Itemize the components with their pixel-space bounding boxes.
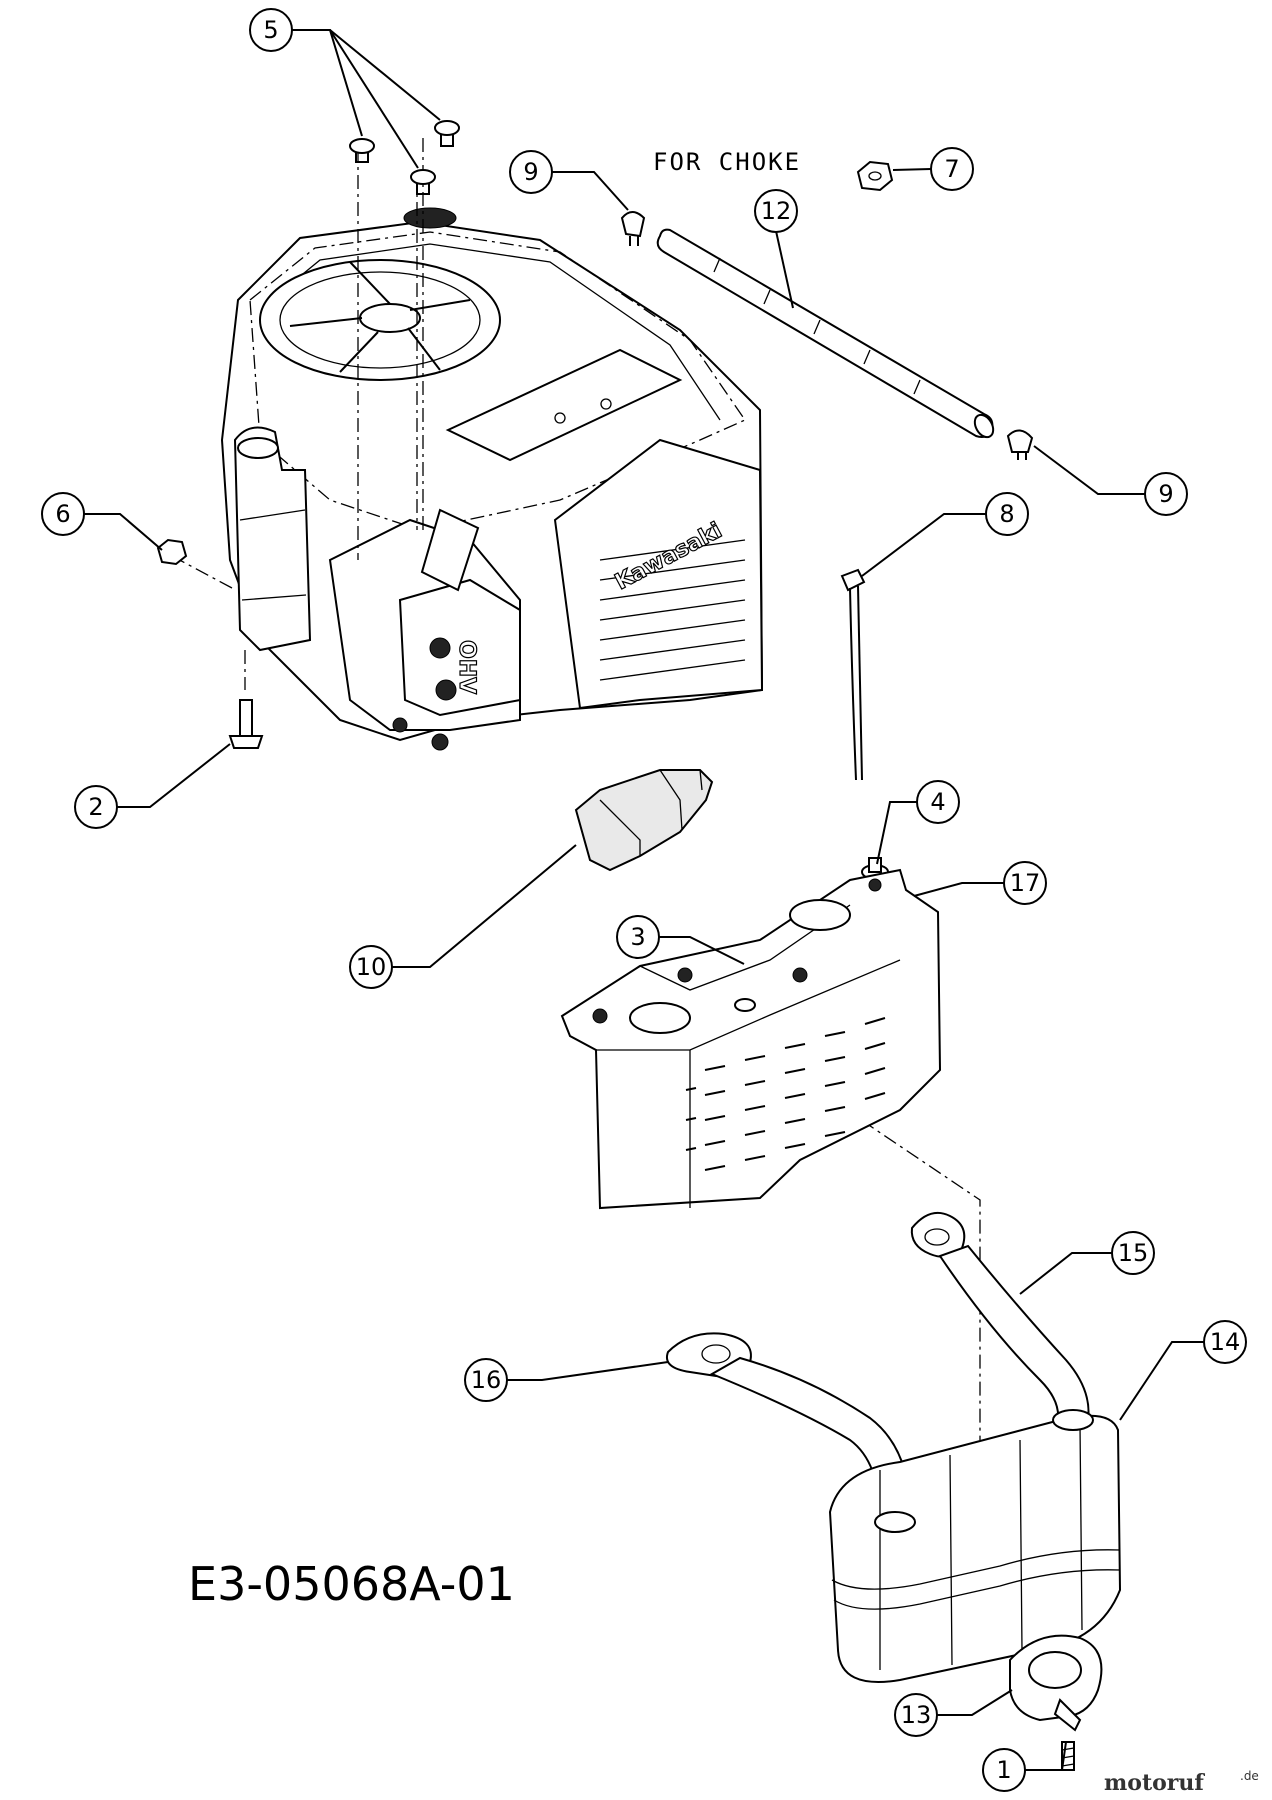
svg-text:13: 13 [901,1701,932,1729]
callout-16: 16 [464,1358,508,1402]
callout-13: 13 [894,1693,938,1737]
callout-14: 14 [1203,1320,1247,1364]
svg-text:10: 10 [356,953,387,981]
choke-line-12 [656,228,995,439]
heat-shield-10 [574,769,714,872]
callout-6: 6 [41,492,85,536]
callout-2: 2 [74,785,118,829]
callout-5: 5 [249,8,293,52]
cable-tie-8 [840,568,866,781]
svg-text:9: 9 [523,158,538,186]
watermark-brand: motoruf [1104,1770,1205,1796]
callout-4: 4 [916,780,960,824]
svg-text:17: 17 [1010,869,1041,897]
callout-12: 12 [754,189,798,233]
clamp-9a [620,211,646,246]
guard-vent-slots [685,1017,886,1171]
svg-text:9: 9 [1158,480,1173,508]
screw-5a [349,138,375,163]
exhaust-pipe-15 [910,1212,1090,1421]
bolt-2 [228,699,264,749]
screw-5c [410,169,436,195]
svg-text:12: 12 [761,197,792,225]
engine: Kawasaki OHV [220,207,764,751]
callout-7: 7 [930,147,974,191]
muffler-guard-17 [560,868,942,1210]
engine-label: OHV [454,640,479,694]
svg-text:8: 8 [999,500,1014,528]
svg-text:2: 2 [88,793,103,821]
muffler-14 [828,1409,1122,1683]
cooling-fins [599,539,746,681]
callout-3: 3 [616,915,660,959]
clamp-9b [1006,429,1034,460]
callout-15: 15 [1111,1231,1155,1275]
screw-5b [434,120,460,147]
svg-text:3: 3 [630,923,645,951]
svg-text:14: 14 [1210,1328,1241,1356]
svg-text:16: 16 [471,1366,502,1394]
nut-6 [156,538,188,566]
choke-note: FOR CHOKE [653,148,801,176]
drawing-code: E3-05068A-01 [188,1557,515,1611]
callout-1: 1 [982,1748,1026,1792]
nut-7 [856,160,894,192]
callout-8: 8 [985,492,1029,536]
svg-text:7: 7 [944,155,959,183]
svg-text:1: 1 [996,1756,1011,1784]
leader-lines [84,29,1204,1771]
callout-9-bottom: 9 [1144,472,1188,516]
callout-17: 17 [1003,861,1047,905]
callout-9-top: 9 [509,150,553,194]
watermark: motoruf .de [1104,1769,1259,1796]
callout-10: 10 [349,945,393,989]
svg-text:6: 6 [55,500,70,528]
spark-arrestor-13 [1009,1634,1103,1732]
svg-text:15: 15 [1118,1239,1149,1267]
svg-text:4: 4 [930,788,945,816]
svg-text:5: 5 [263,16,278,44]
watermark-suffix: .de [1240,1769,1259,1783]
